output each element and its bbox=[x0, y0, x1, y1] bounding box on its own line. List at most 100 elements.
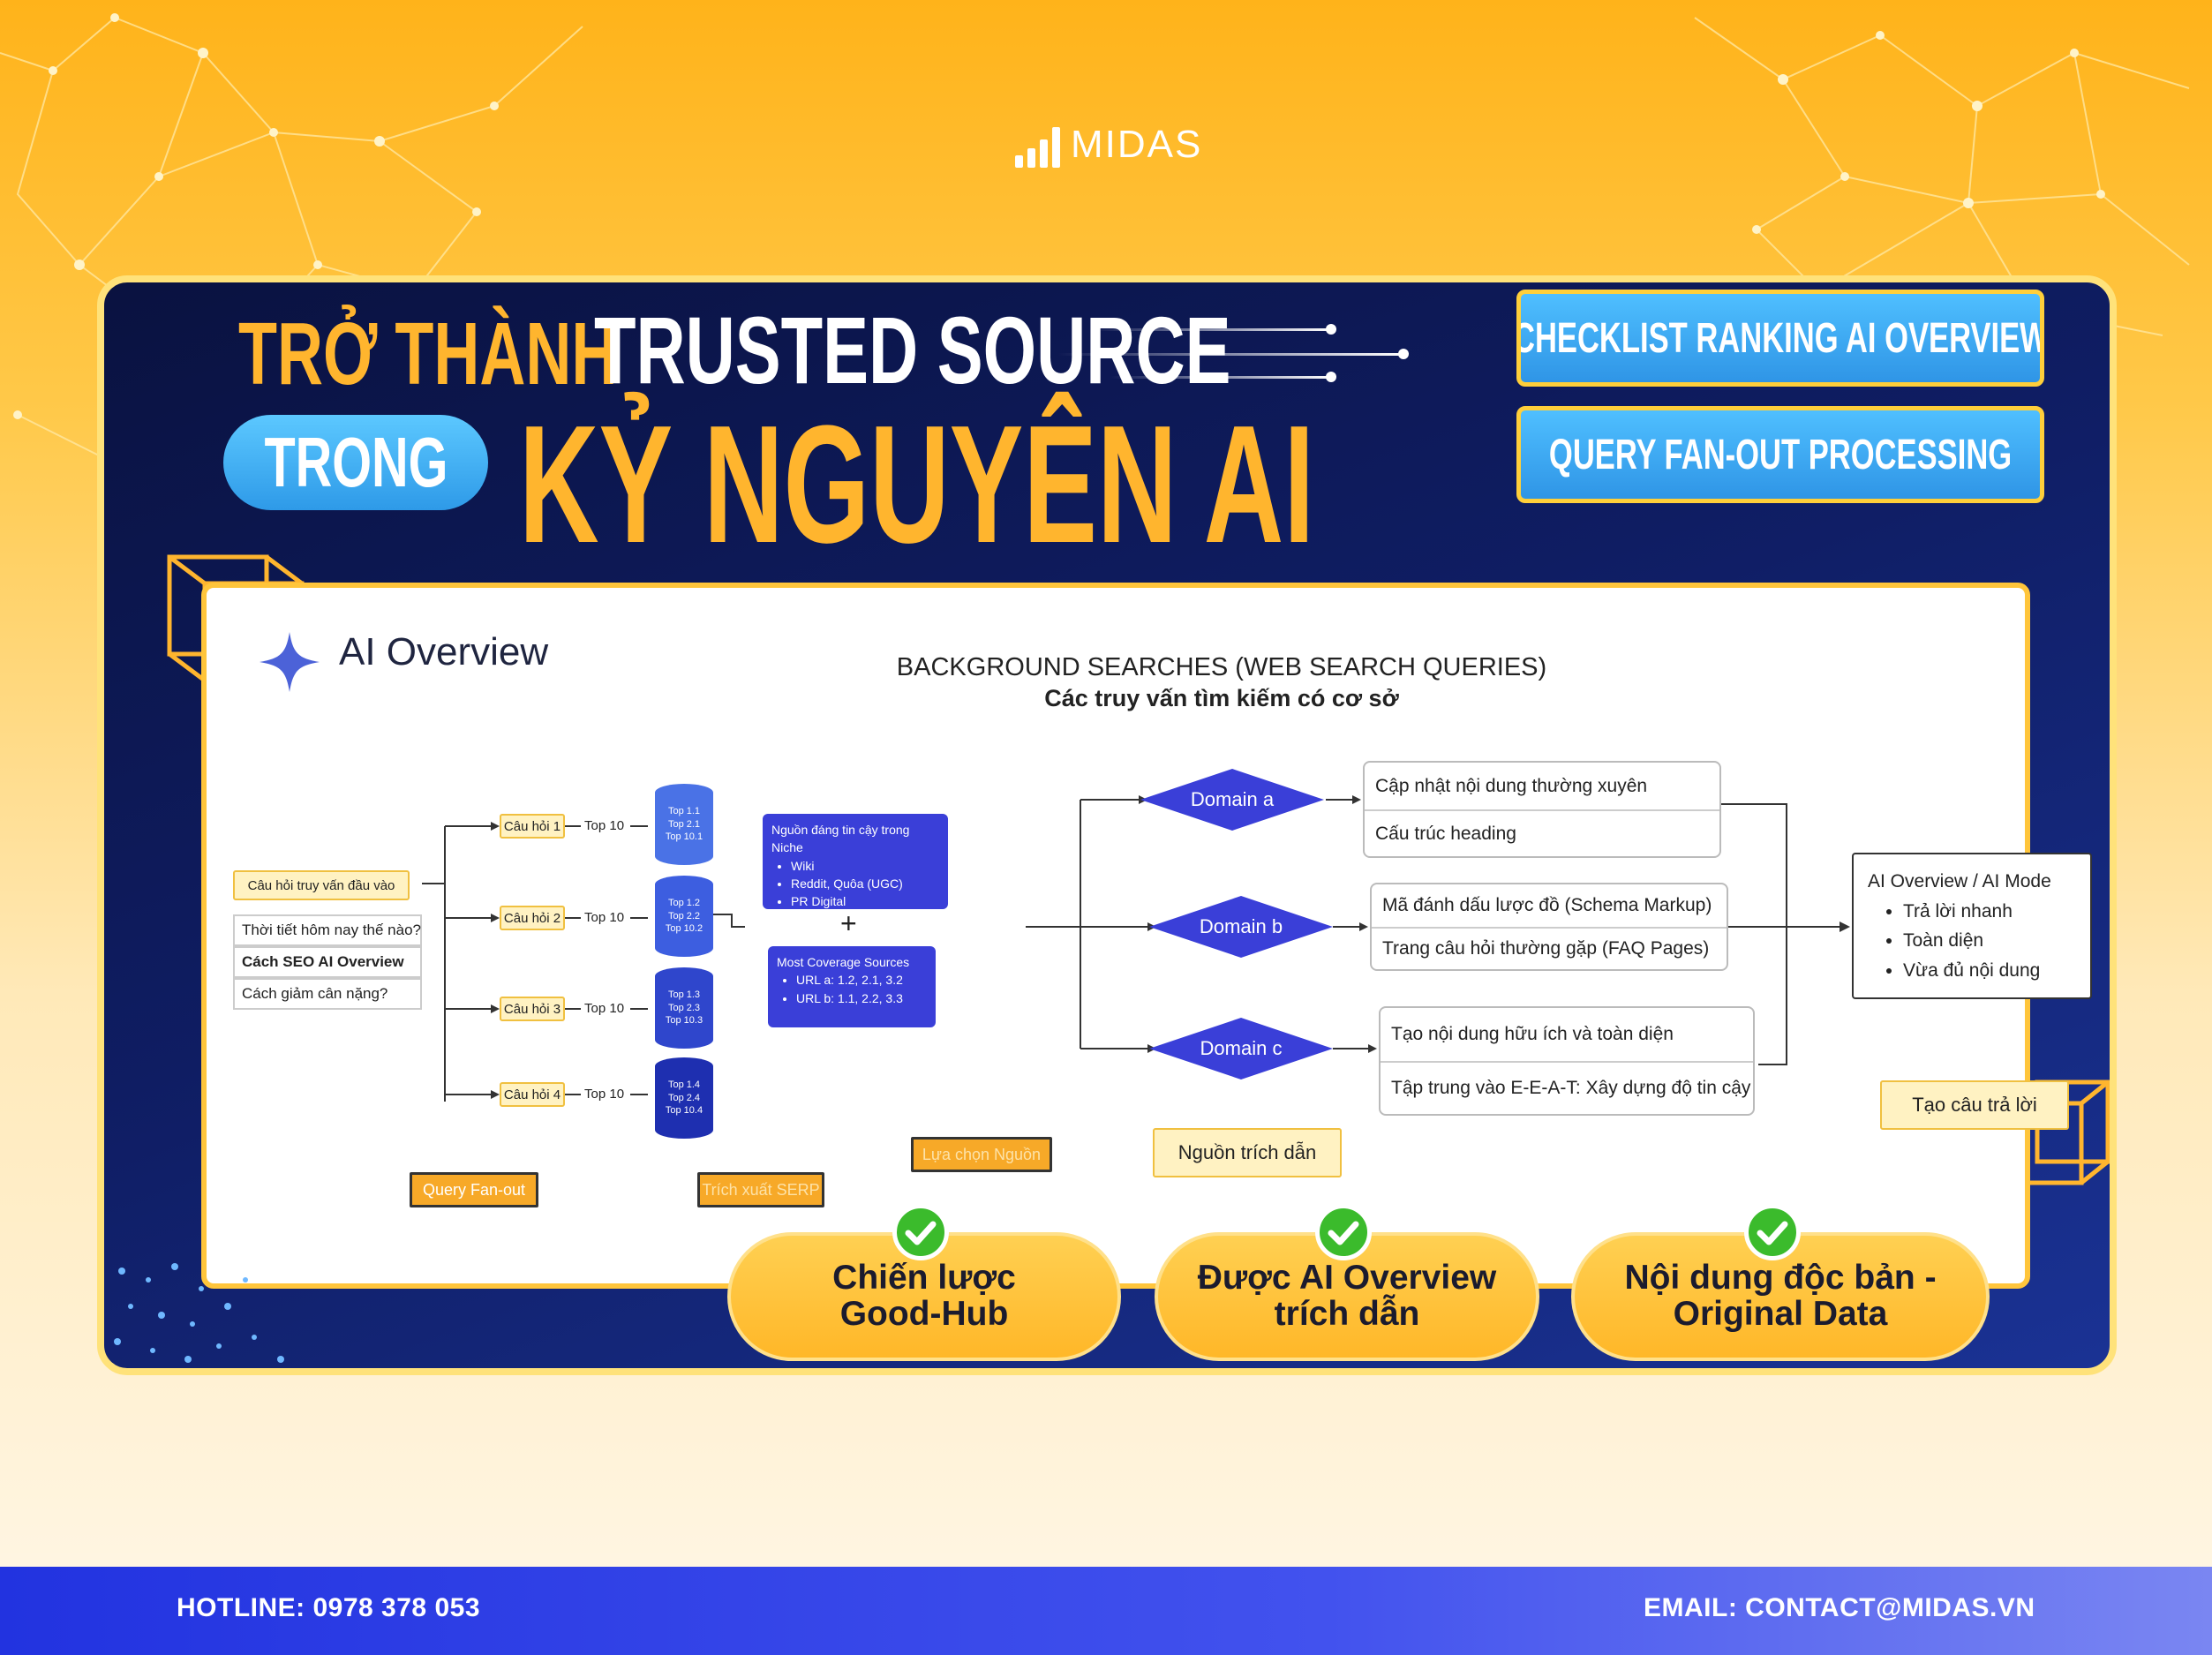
speed-dot bbox=[1398, 349, 1409, 359]
highlight-original-data: Nội dung độc bản - Original Data bbox=[1571, 1232, 1990, 1361]
serp-result: Top 2.2 bbox=[667, 910, 701, 922]
speed-dot bbox=[1326, 324, 1336, 335]
footer-email[interactable]: EMAIL: CONTACT@MIDAS.VN bbox=[1644, 1593, 2035, 1622]
title-pill-text: TRONG bbox=[264, 423, 448, 501]
ai-result-box: AI Overview / AI Mode Trả lời nhanh Toàn… bbox=[1852, 853, 2092, 999]
serp-cylinder-2: Top 1.2 Top 2.2 Top 10.2 bbox=[655, 876, 713, 957]
input-query-2: Cách SEO AI Overview bbox=[233, 946, 422, 978]
highlight-line: Nội dung độc bản - bbox=[1624, 1259, 1937, 1298]
domain-action-item: Tập trung vào E-E-A-T: Xây dựng độ tin c… bbox=[1381, 1061, 1753, 1114]
footer-hotline[interactable]: HOTLINE: 0978 378 053 bbox=[177, 1593, 481, 1622]
background-searches-subtitle: Các truy vấn tìm kiếm có cơ sở bbox=[1044, 685, 1399, 711]
coverage-source-item: URL b: 1.1, 2.2, 3.3 bbox=[796, 989, 927, 1007]
niche-source-item: Wiki bbox=[791, 857, 939, 875]
check-icon bbox=[892, 1204, 949, 1260]
ai-result-item: Vừa đủ nội dung bbox=[1903, 956, 2076, 986]
input-query-3: Cách giảm cân nặng? bbox=[233, 978, 422, 1010]
domain-action-item: Mã đánh dấu lược đồ (Schema Markup) bbox=[1382, 895, 1712, 915]
dots-decoration bbox=[114, 1263, 284, 1363]
serp-result: Top 1.3 bbox=[667, 989, 701, 1000]
serp-result: Top 10.3 bbox=[665, 1015, 703, 1027]
diagram-panel: AI Overview BACKGROUND SEARCHES (WEB SEA… bbox=[201, 583, 2092, 1289]
domain-a-node: Domain a bbox=[1140, 769, 1324, 831]
question-4: Câu hỏi 4 bbox=[500, 1082, 565, 1107]
domain-b-node: Domain b bbox=[1149, 896, 1333, 958]
ai-overview-title: AI Overview bbox=[339, 630, 549, 673]
highlight-line: Được AI Overview bbox=[1197, 1259, 1497, 1298]
highlight-ai-cited: Được AI Overview trích dẫn bbox=[1155, 1232, 1539, 1361]
domain-c-actions: Tạo nội dung hữu ích và toàn diện Tập tr… bbox=[1379, 1006, 1755, 1116]
chip-query-fanout-label: QUERY FAN-OUT PROCESSING bbox=[1548, 431, 2013, 478]
hero-banner: TRỞ THÀNH TRUSTED SOURCE TRONG KỶ NGUYÊN… bbox=[97, 275, 2117, 1375]
check-icon bbox=[1744, 1204, 1801, 1260]
diagram-connectors bbox=[422, 795, 1850, 1102]
top10-label: Top 10 bbox=[584, 818, 625, 833]
domain-action-item: Tạo nội dung hữu ích và toàn diện bbox=[1391, 1024, 1674, 1044]
title-pill: TRONG bbox=[223, 415, 488, 510]
niche-sources-box: Nguồn đáng tin cậy trong Niche Wiki Redd… bbox=[763, 814, 948, 909]
speed-line bbox=[1093, 328, 1331, 331]
plus-sign: + bbox=[840, 907, 857, 939]
serp-cylinder-4: Top 1.4 Top 2.4 Top 10.4 bbox=[655, 1057, 713, 1139]
serp-result: Top 2.1 bbox=[667, 818, 701, 830]
check-icon bbox=[1315, 1204, 1372, 1260]
serp-result: Top 1.1 bbox=[667, 805, 701, 816]
title-become: TRỞ THÀNH bbox=[238, 305, 618, 403]
ai-result-item: Toàn diện bbox=[1903, 926, 2076, 956]
domain-action-item: Trang câu hỏi thường gặp (FAQ Pages) bbox=[1372, 927, 1727, 969]
domain-b-actions: Mã đánh dấu lược đồ (Schema Markup) Tran… bbox=[1370, 883, 1728, 971]
serp-cylinder-1: Top 1.1 Top 2.1 Top 10.1 bbox=[655, 784, 713, 865]
top10-label: Top 10 bbox=[584, 1001, 625, 1016]
domain-a-actions: Cập nhật nội dung thường xuyên Cấu trúc … bbox=[1363, 761, 1721, 858]
serp-result: Top 10.2 bbox=[665, 923, 703, 935]
stage-serp-extract: Trích xuất SERP bbox=[697, 1172, 824, 1207]
top10-label: Top 10 bbox=[584, 910, 625, 925]
speed-line bbox=[1110, 376, 1331, 379]
ai-result-item: Trả lời nhanh bbox=[1903, 897, 2076, 927]
top10-label: Top 10 bbox=[584, 1087, 625, 1102]
niche-sources-title: Nguồn đáng tin cậy trong Niche bbox=[771, 823, 910, 855]
serp-result: Top 1.2 bbox=[667, 897, 701, 908]
serp-result: Top 10.4 bbox=[665, 1105, 703, 1117]
question-2: Câu hỏi 2 bbox=[500, 906, 565, 930]
logo-text: MIDAS bbox=[1071, 123, 1203, 166]
speed-line bbox=[1057, 353, 1402, 356]
niche-source-item: PR Digital bbox=[791, 892, 939, 910]
highlight-line: trích dẫn bbox=[1274, 1295, 1420, 1333]
domain-a-label: Domain a bbox=[1190, 788, 1275, 810]
speed-dot bbox=[1326, 372, 1336, 382]
input-query-label: Câu hỏi truy vấn đầu vào bbox=[233, 870, 410, 900]
niche-source-item: Reddit, Quôa (UGC) bbox=[791, 875, 939, 892]
title-trusted-source: TRUSTED SOURCE bbox=[594, 297, 1231, 403]
question-3: Câu hỏi 3 bbox=[500, 997, 565, 1021]
ai-result-title: AI Overview / AI Mode bbox=[1868, 871, 2051, 891]
question-1: Câu hỏi 1 bbox=[500, 814, 565, 839]
serp-cylinder-3: Top 1.3 Top 2.3 Top 10.3 bbox=[655, 967, 713, 1049]
chip-checklist: CHECKLIST RANKING AI OVERVIEW bbox=[1516, 290, 2044, 387]
domain-c-node: Domain c bbox=[1149, 1018, 1333, 1080]
logo-bars-icon bbox=[1015, 115, 1060, 168]
serp-result: Top 10.1 bbox=[665, 831, 703, 843]
domain-b-label: Domain b bbox=[1199, 915, 1283, 937]
midas-logo[interactable]: MIDAS bbox=[1015, 97, 1200, 168]
serp-result: Top 2.3 bbox=[667, 1002, 701, 1013]
coverage-sources-box: Most Coverage Sources URL a: 1.2, 2.1, 3… bbox=[768, 946, 936, 1027]
chip-checklist-label: CHECKLIST RANKING AI OVERVIEW bbox=[1516, 314, 2044, 362]
footer-bar bbox=[0, 1567, 2212, 1655]
stage-source-select: Lựa chọn Nguồn bbox=[911, 1137, 1052, 1172]
highlight-line: Chiến lược bbox=[832, 1259, 1016, 1298]
highlight-line: Good-Hub bbox=[839, 1295, 1009, 1333]
domain-action-item: Cập nhật nội dung thường xuyên bbox=[1375, 775, 1648, 796]
stage-answer: Tạo câu trả lời bbox=[1880, 1080, 2069, 1130]
stage-citation: Nguồn trích dẫn bbox=[1153, 1128, 1342, 1177]
serp-result: Top 1.4 bbox=[667, 1079, 701, 1090]
background-searches-title: BACKGROUND SEARCHES (WEB SEARCH QUERIES) bbox=[896, 653, 1547, 681]
domain-c-label: Domain c bbox=[1200, 1037, 1283, 1059]
input-query-1: Thời tiết hôm nay thế nào? bbox=[233, 914, 422, 946]
highlight-line: Original Data bbox=[1673, 1295, 1888, 1333]
title-ai-era: KỶ NGUYÊN AI bbox=[519, 391, 1315, 578]
gemini-sparkle-icon bbox=[260, 632, 320, 692]
domain-action-item: Cấu trúc heading bbox=[1365, 809, 1719, 856]
coverage-sources-title: Most Coverage Sources bbox=[777, 955, 910, 969]
chip-query-fanout: QUERY FAN-OUT PROCESSING bbox=[1516, 406, 2044, 503]
